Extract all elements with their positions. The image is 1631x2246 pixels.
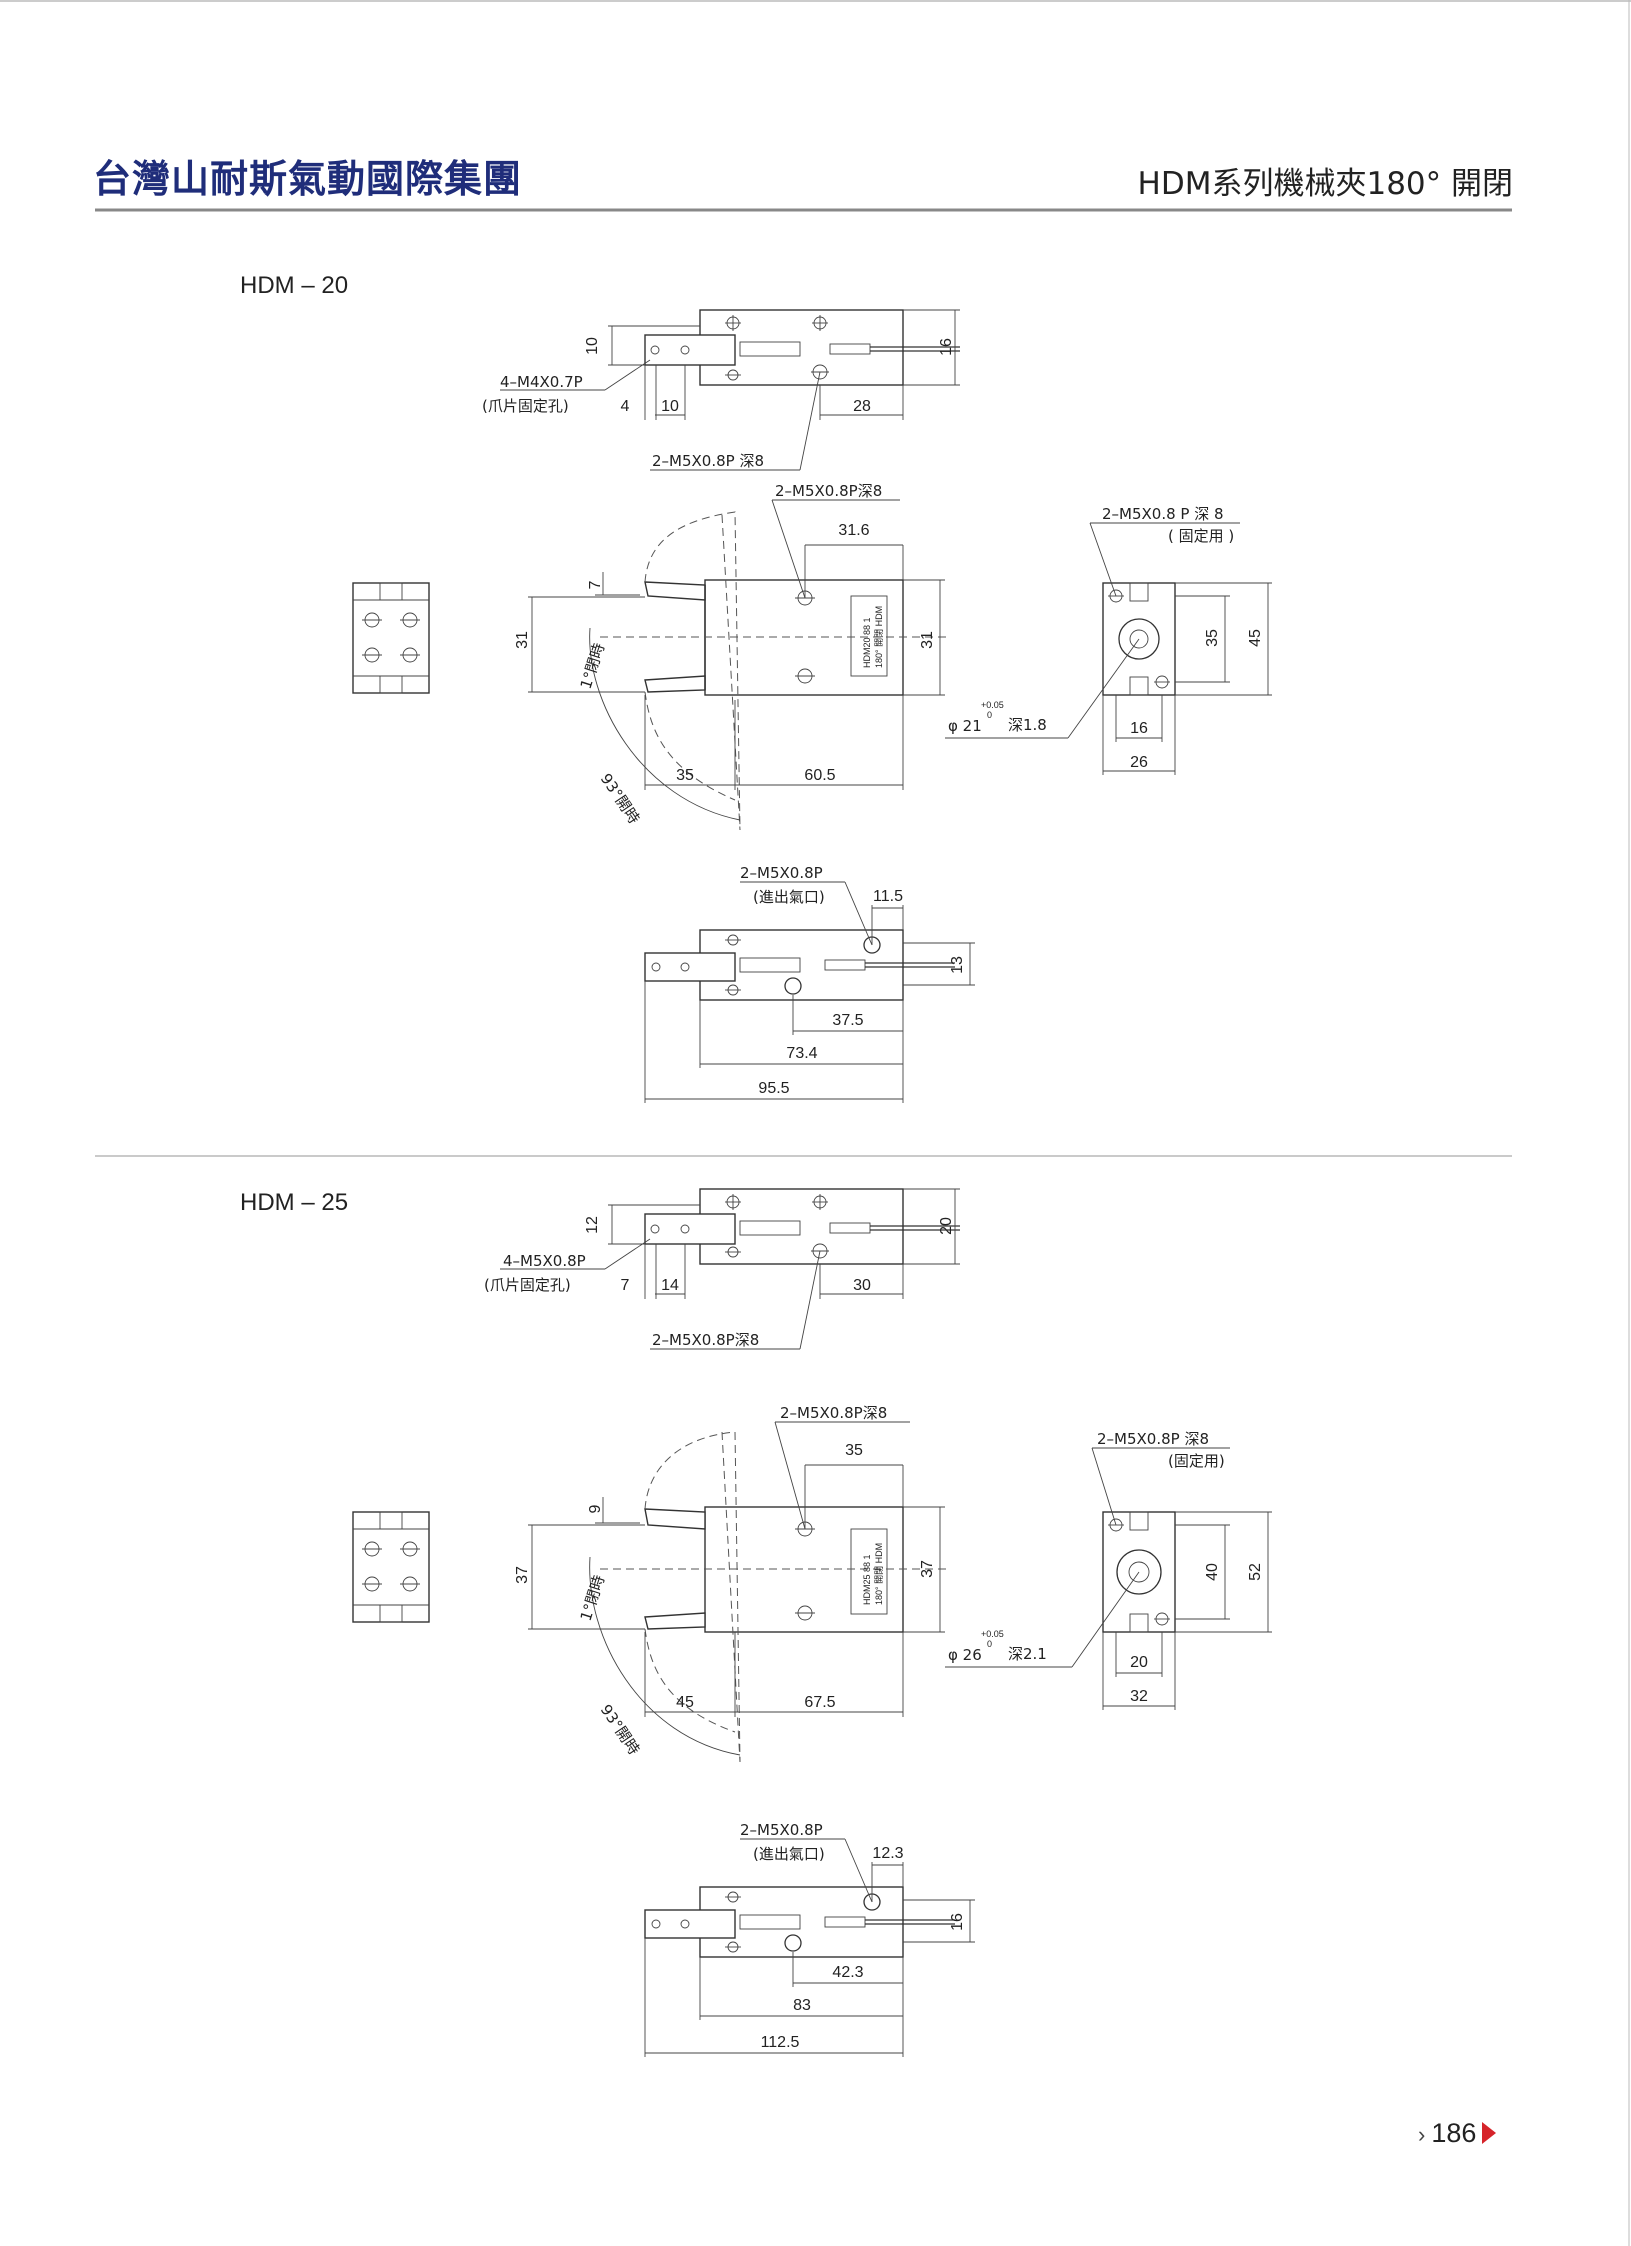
svg-text:16: 16: [949, 1913, 966, 1931]
top-view: 10 16 4 10 28 4–M4X0.7P (爪片固定孔) 2–M5X0.8…: [482, 309, 960, 471]
svg-text:10: 10: [584, 337, 601, 355]
section-hdm25: 12 20 7 14 30 4–M5X0.8P (爪片固定孔) 2–M5X0.8…: [352, 1188, 1272, 2057]
svg-text:10: 10: [661, 398, 679, 415]
svg-text:12: 12: [584, 1216, 601, 1234]
svg-text:( 固定用 ): ( 固定用 ): [1168, 527, 1234, 545]
svg-text:0: 0: [987, 1639, 992, 1649]
svg-text:7: 7: [587, 580, 604, 589]
face-view: [352, 582, 430, 694]
side-view: HDM20 88 1 180° 開閉 HDM 31 31 7 1°閉時 93°開…: [514, 482, 950, 831]
svg-text:20: 20: [1130, 1654, 1148, 1671]
svg-text:35: 35: [1204, 629, 1221, 647]
svg-text:9: 9: [587, 1504, 604, 1513]
svg-text:180° 開閉 HDM: 180° 開閉 HDM: [874, 1543, 884, 1605]
svg-text:93°開時: 93°開時: [597, 1701, 644, 1758]
svg-text:12.3: 12.3: [872, 1845, 903, 1862]
svg-text:42.3: 42.3: [832, 1964, 863, 1981]
svg-text:45: 45: [676, 1694, 694, 1711]
svg-text:(固定用): (固定用): [1168, 1452, 1225, 1470]
top-view: 12 20 7 14 30 4–M5X0.8P (爪片固定孔) 2–M5X0.8…: [484, 1188, 960, 1350]
svg-text:35: 35: [676, 767, 694, 784]
svg-text:26: 26: [1130, 754, 1148, 771]
svg-text:45: 45: [1247, 629, 1264, 647]
svg-text:2–M5X0.8P 深8: 2–M5X0.8P 深8: [1097, 1430, 1209, 1448]
svg-text:2–M5X0.8P: 2–M5X0.8P: [740, 864, 823, 882]
svg-text:31: 31: [919, 631, 936, 649]
svg-text:73.4: 73.4: [786, 1045, 817, 1062]
svg-text:13: 13: [949, 956, 966, 974]
svg-text:31.6: 31.6: [838, 522, 869, 539]
model-label-hdm20: HDM – 20: [240, 272, 349, 299]
bottom-view: 16 12.3 2–M5X0.8P (進出氣口) 42.3 83 112.5: [644, 1821, 975, 2057]
chevron-right-icon: ›: [1418, 2122, 1426, 2147]
svg-text:28: 28: [853, 398, 871, 415]
svg-text:2–M5X0.8 P 深 8: 2–M5X0.8 P 深 8: [1102, 505, 1224, 523]
svg-text:(爪片固定孔): (爪片固定孔): [484, 1276, 571, 1294]
section-hdm20: 10 16 4 10 28 4–M4X0.7P (爪片固定孔) 2–M5X0.8…: [352, 309, 1272, 1103]
svg-text:20: 20: [938, 1217, 955, 1235]
svg-text:4–M4X0.7P: 4–M4X0.7P: [500, 373, 583, 391]
svg-text:HDM25 88 1: HDM25 88 1: [862, 1554, 872, 1605]
svg-text:16: 16: [1130, 720, 1148, 737]
svg-text:(爪片固定孔): (爪片固定孔): [482, 397, 569, 415]
svg-text:35: 35: [845, 1442, 863, 1459]
svg-text:52: 52: [1247, 1563, 1264, 1581]
svg-text:φ 26: φ 26: [948, 1646, 982, 1664]
svg-text:11.5: 11.5: [873, 888, 903, 905]
svg-text:95.5: 95.5: [758, 1080, 789, 1097]
svg-text:30: 30: [853, 1277, 871, 1294]
svg-text:1°閉時: 1°閉時: [577, 641, 609, 691]
svg-text:+0.05: +0.05: [981, 1629, 1004, 1639]
svg-text:32: 32: [1130, 1688, 1148, 1705]
page-number-value: 186: [1431, 2118, 1477, 2148]
svg-text:4–M5X0.8P: 4–M5X0.8P: [503, 1252, 586, 1270]
svg-text:HDM20 88 1: HDM20 88 1: [862, 617, 872, 668]
model-label-hdm25: HDM – 25: [240, 1189, 349, 1216]
svg-text:1°閉時: 1°閉時: [577, 1573, 609, 1623]
svg-text:7: 7: [621, 1277, 630, 1294]
series-title: HDM系列機械夾180° 開閉: [1137, 166, 1513, 202]
side-view: HDM25 88 1 180° 開閉 HDM 37 37 9 1°閉時 93°開…: [514, 1404, 950, 1763]
end-view: 35 45 16 26 2–M5X0.8 P 深 8 ( 固定用 ) φ 21 …: [945, 505, 1272, 775]
end-view: 40 52 20 32 2–M5X0.8P 深8 (固定用) φ 26 +0.0…: [945, 1430, 1272, 1710]
svg-text:4: 4: [621, 398, 630, 415]
svg-text:40: 40: [1204, 1563, 1221, 1581]
svg-text:(進出氣口): (進出氣口): [753, 888, 825, 906]
svg-text:37: 37: [514, 1566, 531, 1584]
face-view: [352, 1511, 430, 1623]
svg-text:93°開時: 93°開時: [597, 770, 644, 827]
svg-text:0: 0: [987, 710, 992, 720]
svg-text:2–M5X0.8P深8: 2–M5X0.8P深8: [780, 1404, 887, 1422]
svg-text:112.5: 112.5: [761, 2034, 800, 2051]
brand-title: 台灣山耐斯氣動國際集團: [93, 157, 523, 201]
svg-text:37: 37: [919, 1560, 936, 1578]
svg-text:60.5: 60.5: [804, 767, 835, 784]
red-arrow-icon: [1482, 2122, 1497, 2144]
svg-text:+0.05: +0.05: [981, 700, 1004, 710]
svg-text:37.5: 37.5: [832, 1012, 863, 1029]
svg-text:2–M5X0.8P深8: 2–M5X0.8P深8: [775, 482, 882, 500]
svg-text:2–M5X0.8P: 2–M5X0.8P: [740, 1821, 823, 1839]
bottom-view: 13 11.5 2–M5X0.8P (進出氣口) 37.5 73.4 95.5: [644, 864, 975, 1103]
svg-text:83: 83: [793, 1997, 811, 2014]
svg-text:31: 31: [514, 631, 531, 649]
svg-text:2–M5X0.8P 深8: 2–M5X0.8P 深8: [652, 452, 764, 470]
svg-text:67.5: 67.5: [804, 1694, 835, 1711]
svg-text:2–M5X0.8P深8: 2–M5X0.8P深8: [652, 1331, 759, 1349]
page-number: ›186: [1418, 2118, 1497, 2149]
svg-text:(進出氣口): (進出氣口): [753, 1845, 825, 1863]
svg-text:16: 16: [938, 338, 955, 356]
svg-text:14: 14: [661, 1277, 679, 1294]
svg-text:深1.8: 深1.8: [1008, 716, 1047, 734]
svg-text:φ 21: φ 21: [948, 717, 982, 735]
svg-text:深2.1: 深2.1: [1008, 1645, 1047, 1663]
